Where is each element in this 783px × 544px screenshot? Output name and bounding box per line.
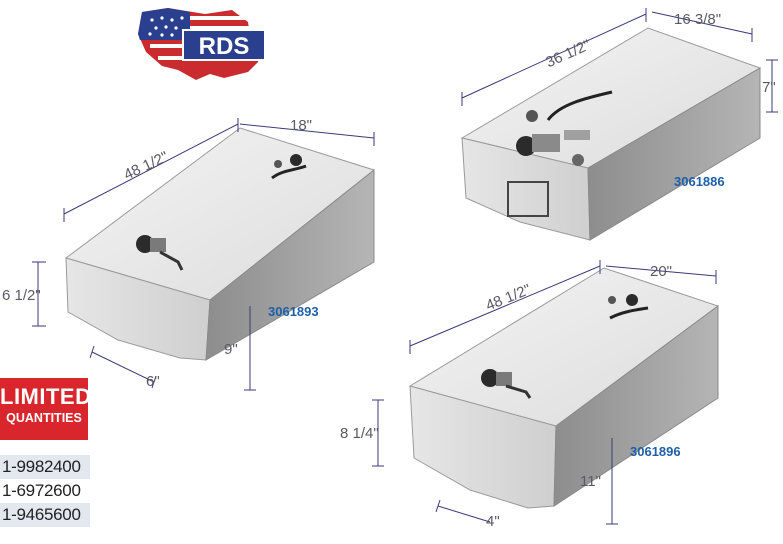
- badge-line-2: QUANTITIES: [6, 411, 82, 425]
- badge-line-1: LIMITED: [0, 384, 92, 409]
- limited-quantities-badge: LIMITED QUANTITIES: [0, 378, 92, 440]
- tank-a-bottom: 6": [146, 373, 160, 390]
- tank-b-part-number: 3061886: [674, 174, 725, 189]
- list-item: 1-9465600: [0, 503, 90, 527]
- tank-b-height: 7": [762, 79, 776, 96]
- tank-c-length: 48 1/2": [483, 281, 533, 314]
- tank-a-width: 18": [290, 117, 312, 134]
- bracket-icon: [507, 181, 549, 217]
- tank-a-part-number: 3061893: [268, 304, 319, 319]
- part-number-list: 1-9982400 1-6972600 1-9465600: [0, 455, 90, 527]
- tank-c-back-height: 11": [580, 473, 601, 490]
- tank-3061896: 48 1/2" 20" 8 1/4" 11" 4" 3061896: [340, 260, 720, 530]
- fuel-sender-icon: [136, 235, 184, 271]
- tank-a-length: 48 1/2": [121, 148, 171, 183]
- tank-a-back-height: 9": [224, 341, 238, 358]
- logo-text: RDS: [199, 33, 250, 60]
- fuel-fitting-icon: [608, 294, 649, 320]
- fuel-fitting-icon: [271, 154, 307, 180]
- tank-c-front-height: 8 1/4": [340, 425, 379, 442]
- fuel-sender-icon: [516, 90, 613, 166]
- tank-c-bottom: 4": [486, 513, 500, 530]
- list-item: 1-9982400: [0, 455, 90, 479]
- tank-b-width: 16 3/8": [674, 11, 721, 28]
- rds-logo: RDS: [138, 8, 266, 80]
- tank-c-width: 20": [650, 263, 672, 280]
- list-item: 1-6972600: [2, 481, 81, 500]
- tank-3061886: 36 1/2" 16 3/8" 7" 3061886: [460, 8, 778, 241]
- fuel-sender-icon: [481, 369, 532, 399]
- tank-3061893: 48 1/2" 18" 6 1/2" 9" 6" 3061893: [2, 117, 376, 391]
- tank-c-part-number: 3061896: [630, 444, 681, 459]
- tank-a-front-height: 6 1/2": [2, 287, 41, 304]
